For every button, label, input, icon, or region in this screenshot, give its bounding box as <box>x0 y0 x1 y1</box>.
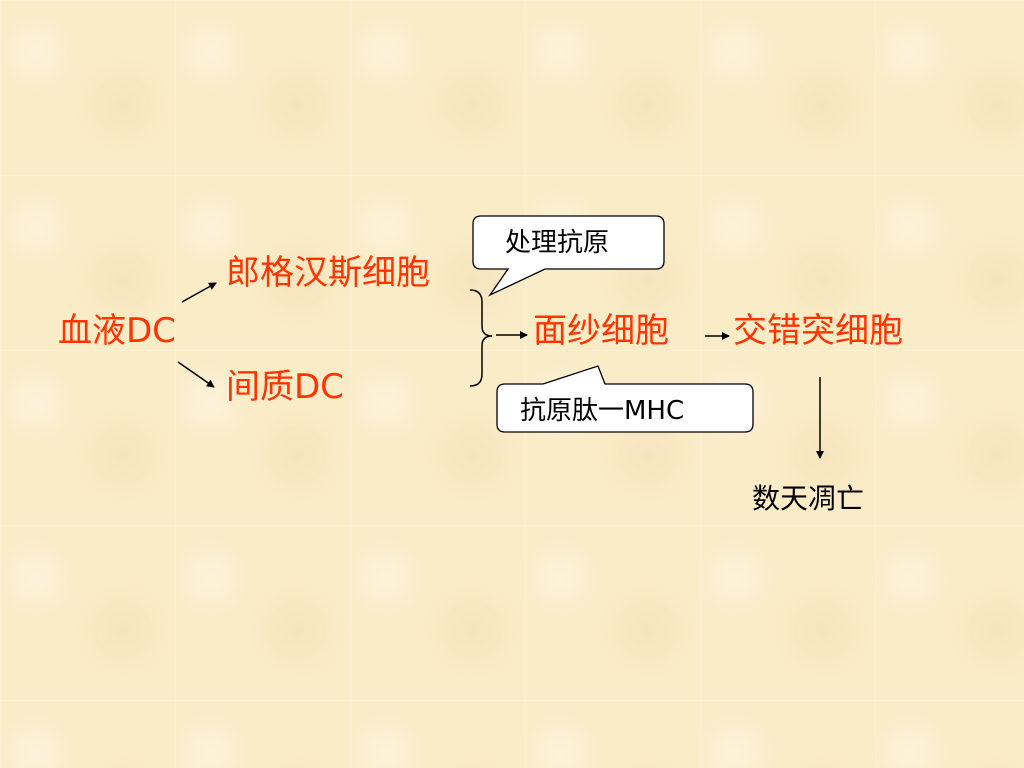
merge-brace <box>469 289 493 387</box>
callout-peptide-mhc-shape <box>496 365 754 433</box>
callout-process-antigen-shape <box>472 215 665 297</box>
callout-peptide-mhc-label: 抗原肽一MHC <box>520 396 685 426</box>
node-interstitial-dc: 间质DC <box>226 367 344 407</box>
arrow-blood-to-interstitial <box>177 361 215 388</box>
arrow-blood-to-langerhans <box>181 282 217 303</box>
node-langerhans-cell: 郎格汉斯细胞 <box>226 253 430 293</box>
node-veiled-cell: 面纱细胞 <box>533 311 669 351</box>
node-blood-dc: 血液DC <box>58 311 176 351</box>
callout-process-antigen-label: 处理抗原 <box>505 228 610 258</box>
node-interdigitating-cell: 交错突细胞 <box>733 311 903 351</box>
node-apoptosis: 数天凋亡 <box>752 482 865 515</box>
